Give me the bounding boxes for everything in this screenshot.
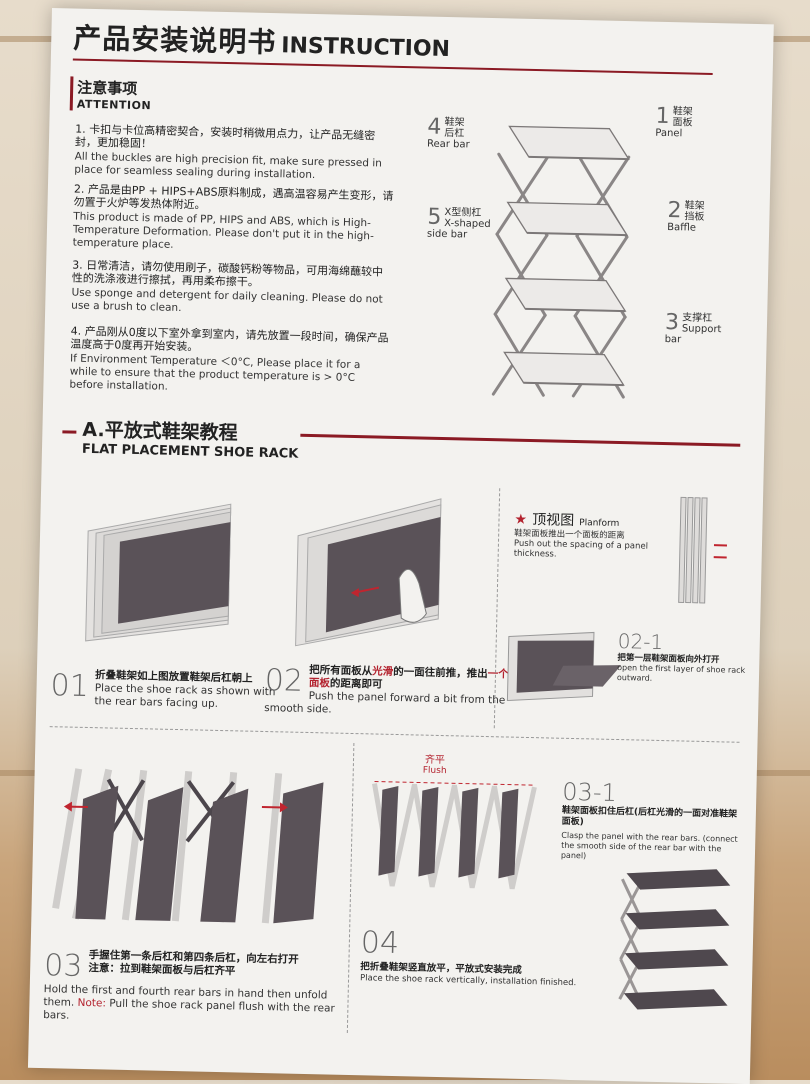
star-icon: ★: [514, 512, 527, 528]
part-num: 1: [655, 106, 669, 128]
part-label-x-side-bar: 5 X型侧杠 X-shaped side bar: [427, 207, 498, 242]
item-en: All the buckles are high precision fit, …: [74, 151, 395, 184]
attention-item: 2. 产品是由PP + HIPS+ABS原料制成，遇高温容易产生变形，请勿置于火…: [73, 183, 394, 257]
step-01: 01 折叠鞋架如上图放置鞋架后杠朝上 Place the shoe rack a…: [50, 668, 291, 712]
attention-title-cn: 注意事项: [77, 77, 152, 100]
step-number: 02: [264, 663, 303, 699]
step-02-1: 02-1 把第一层鞋架面板向外打开 open the first layer o…: [617, 629, 758, 686]
item-cn: 产品刚从0度以下室外拿到室内，请先放置一段时间，确保产品温度高于0度再开始安装。: [70, 325, 389, 354]
planform-block: ★ 顶视图 Planform 鞋架面板推出一个面板的距离 Push out th…: [514, 509, 675, 563]
step-cn-line2: 注意：拉到鞋架面板与后杠齐平: [88, 962, 235, 977]
step-en: open the first layer of shoe rack outwar…: [617, 663, 757, 686]
part-en: Rear bar: [427, 139, 470, 151]
attention-title-en: ATTENTION: [77, 98, 152, 113]
step-number: 03: [44, 948, 83, 984]
step-02: 02 把所有面板从光滑的一面往前推，推出一个面板的距离即可 Push the p…: [264, 663, 515, 721]
title-en: INSTRUCTION: [281, 33, 450, 62]
step-02-illustration: [287, 486, 461, 660]
attention-heading: 注意事项 ATTENTION: [70, 76, 152, 112]
step-number: 01: [50, 668, 89, 704]
planform-title-en: Planform: [579, 518, 619, 529]
step-03-illustration: [45, 748, 349, 945]
step-number: 02-1: [618, 629, 759, 656]
step-cn-part: 的一面往前推，推出: [393, 666, 488, 680]
item-cn: 卡扣与卡位高精密契合，安装时稍微用点力，让产品无缝密封，更加稳固！: [75, 123, 376, 150]
instruction-sheet: 产品安装说明书 INSTRUCTION 注意事项 ATTENTION 1. 卡扣…: [28, 8, 774, 1084]
item-cn: 产品是由PP + HIPS+ABS原料制成，遇高温容易产生变形，请勿置于火炉等发…: [73, 183, 393, 212]
part-num: 5: [427, 207, 441, 229]
item-num: 3.: [72, 259, 83, 272]
part-num: 4: [427, 117, 441, 139]
flush-en: Flush: [423, 766, 447, 777]
item-en: If Environment Temperature ＜0°C, Please …: [69, 353, 390, 399]
step-021-illustration: [502, 624, 624, 707]
row-divider: [50, 726, 740, 743]
step-cn-part: 把所有面板从: [309, 664, 372, 677]
item-en: Use sponge and detergent for daily clean…: [71, 287, 392, 320]
planform-en: Push out the spacing of a panel thicknes…: [514, 539, 674, 563]
page-title: 产品安装说明书 INSTRUCTION: [73, 16, 451, 65]
part-en: Panel: [655, 128, 695, 140]
part-label-panel: 1 鞋架面板 Panel: [655, 106, 696, 140]
shoe-rack-exploded-diagram: [473, 114, 650, 418]
part-num: 3: [665, 312, 679, 334]
step-cn: 鞋架面板扣住后杠(后杠光滑的一面对准鞋架面板): [562, 806, 738, 827]
step-01-illustration: [77, 491, 251, 655]
step-number: 03-1: [562, 778, 743, 810]
part-num: 2: [667, 200, 681, 222]
title-cn: 产品安装说明书: [73, 21, 277, 59]
item-cn: 日常清洁，请勿使用刷子，碳酸钙粉等物品，可用海绵蘸较中性的洗涤液进行擦拭，再用柔…: [72, 259, 384, 289]
part-label-baffle: 2 鞋架挡板 Baffle: [667, 200, 708, 234]
step-04: 04 把折叠鞋架竖直放平，平放式安装完成 Place the shoe rack…: [360, 925, 581, 988]
part-label-support-bar: 3 支撑杠 Support bar: [665, 312, 725, 346]
flush-label: 齐平 Flush: [423, 751, 447, 777]
flush-cn: 齐平: [423, 751, 447, 767]
item-num: 2.: [74, 183, 85, 196]
step-03-1: 03-1 鞋架面板扣住后杠(后杠光滑的一面对准鞋架面板) Clasp the p…: [561, 778, 743, 865]
section-a-left-rule: [62, 430, 76, 433]
part-label-rear-bar: 4 鞋架后杠 Rear bar: [427, 117, 470, 151]
section-a-rule: [300, 434, 740, 447]
item-en: This product is made of PP, HIPS and ABS…: [73, 211, 394, 257]
attention-item: 3. 日常清洁，请勿使用刷子，碳酸钙粉等物品，可用海绵蘸较中性的洗涤液进行擦拭，…: [71, 259, 392, 320]
step-03: 03 手握住第一条后杠和第四条后杠，向左右打开 注意：拉到鞋架面板与后杠齐平 H…: [43, 948, 345, 1029]
attention-item: 4. 产品刚从0度以下室外拿到室内，请先放置一段时间，确保产品温度高于0度再开始…: [69, 325, 390, 399]
item-num: 4.: [71, 325, 82, 338]
step-cn-part: 的距离即可: [330, 677, 383, 690]
planform-illustration: [670, 492, 733, 613]
assembled-rack-illustration: [609, 859, 733, 1032]
part-en: Baffle: [667, 222, 707, 234]
step-note-label: Note:: [77, 997, 106, 1010]
step-number: 04: [360, 925, 581, 965]
step-cn-highlight: 光滑: [372, 665, 393, 677]
section-a-heading: A.平放式鞋架教程 FLAT PLACEMENT SHOE RACK: [82, 415, 299, 462]
item-num: 1.: [75, 123, 86, 136]
attention-item: 1. 卡扣与卡位高精密契合，安装时稍微用点力，让产品无缝密封，更加稳固！ All…: [74, 123, 395, 184]
flush-illustration: [362, 775, 555, 899]
planform-title-cn: 顶视图: [532, 512, 574, 529]
